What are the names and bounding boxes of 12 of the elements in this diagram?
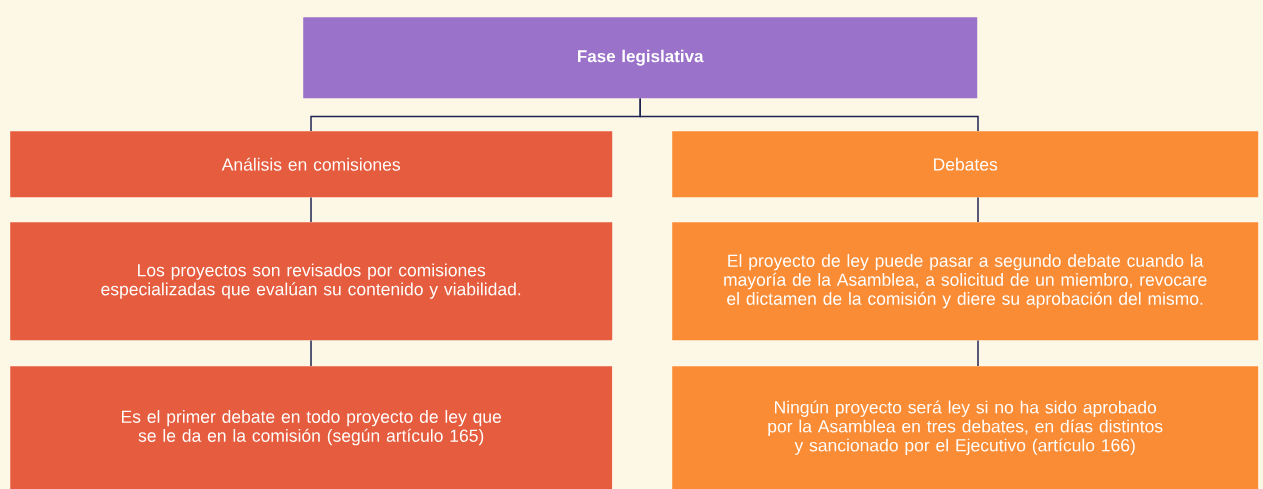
title-box: Fase legislativa: [303, 17, 978, 99]
text-box: El proyecto de ley puede pasar a segundo debate cuando la mayoría de la Asamblea, a solicitud de un miembro, revocare el dictamen de la comisión y diere su aprobación del mismo.: [672, 222, 1259, 341]
heading-box: Análisis en comisiones: [10, 131, 613, 198]
connector-line: [639, 97, 979, 132]
connector-line: [310, 196, 312, 223]
heading-box: Debates: [672, 131, 1259, 198]
text-box: Es el primer debate en todo proyecto de ley que se le da en la comisión (según artículo 165): [10, 366, 613, 489]
text-box: Los proyectos son revisados por comisiones especializadas que evalúan su contenido y viabilidad.: [10, 222, 613, 341]
text-box: Ningún proyecto será ley si no ha sido aprobado por la Asamblea en tres debates, en días distintos y sancionado por el Ejecutivo (artículo 166): [672, 366, 1259, 489]
connector-line: [977, 196, 979, 223]
connector-line: [977, 339, 979, 367]
connector-line: [310, 339, 312, 367]
